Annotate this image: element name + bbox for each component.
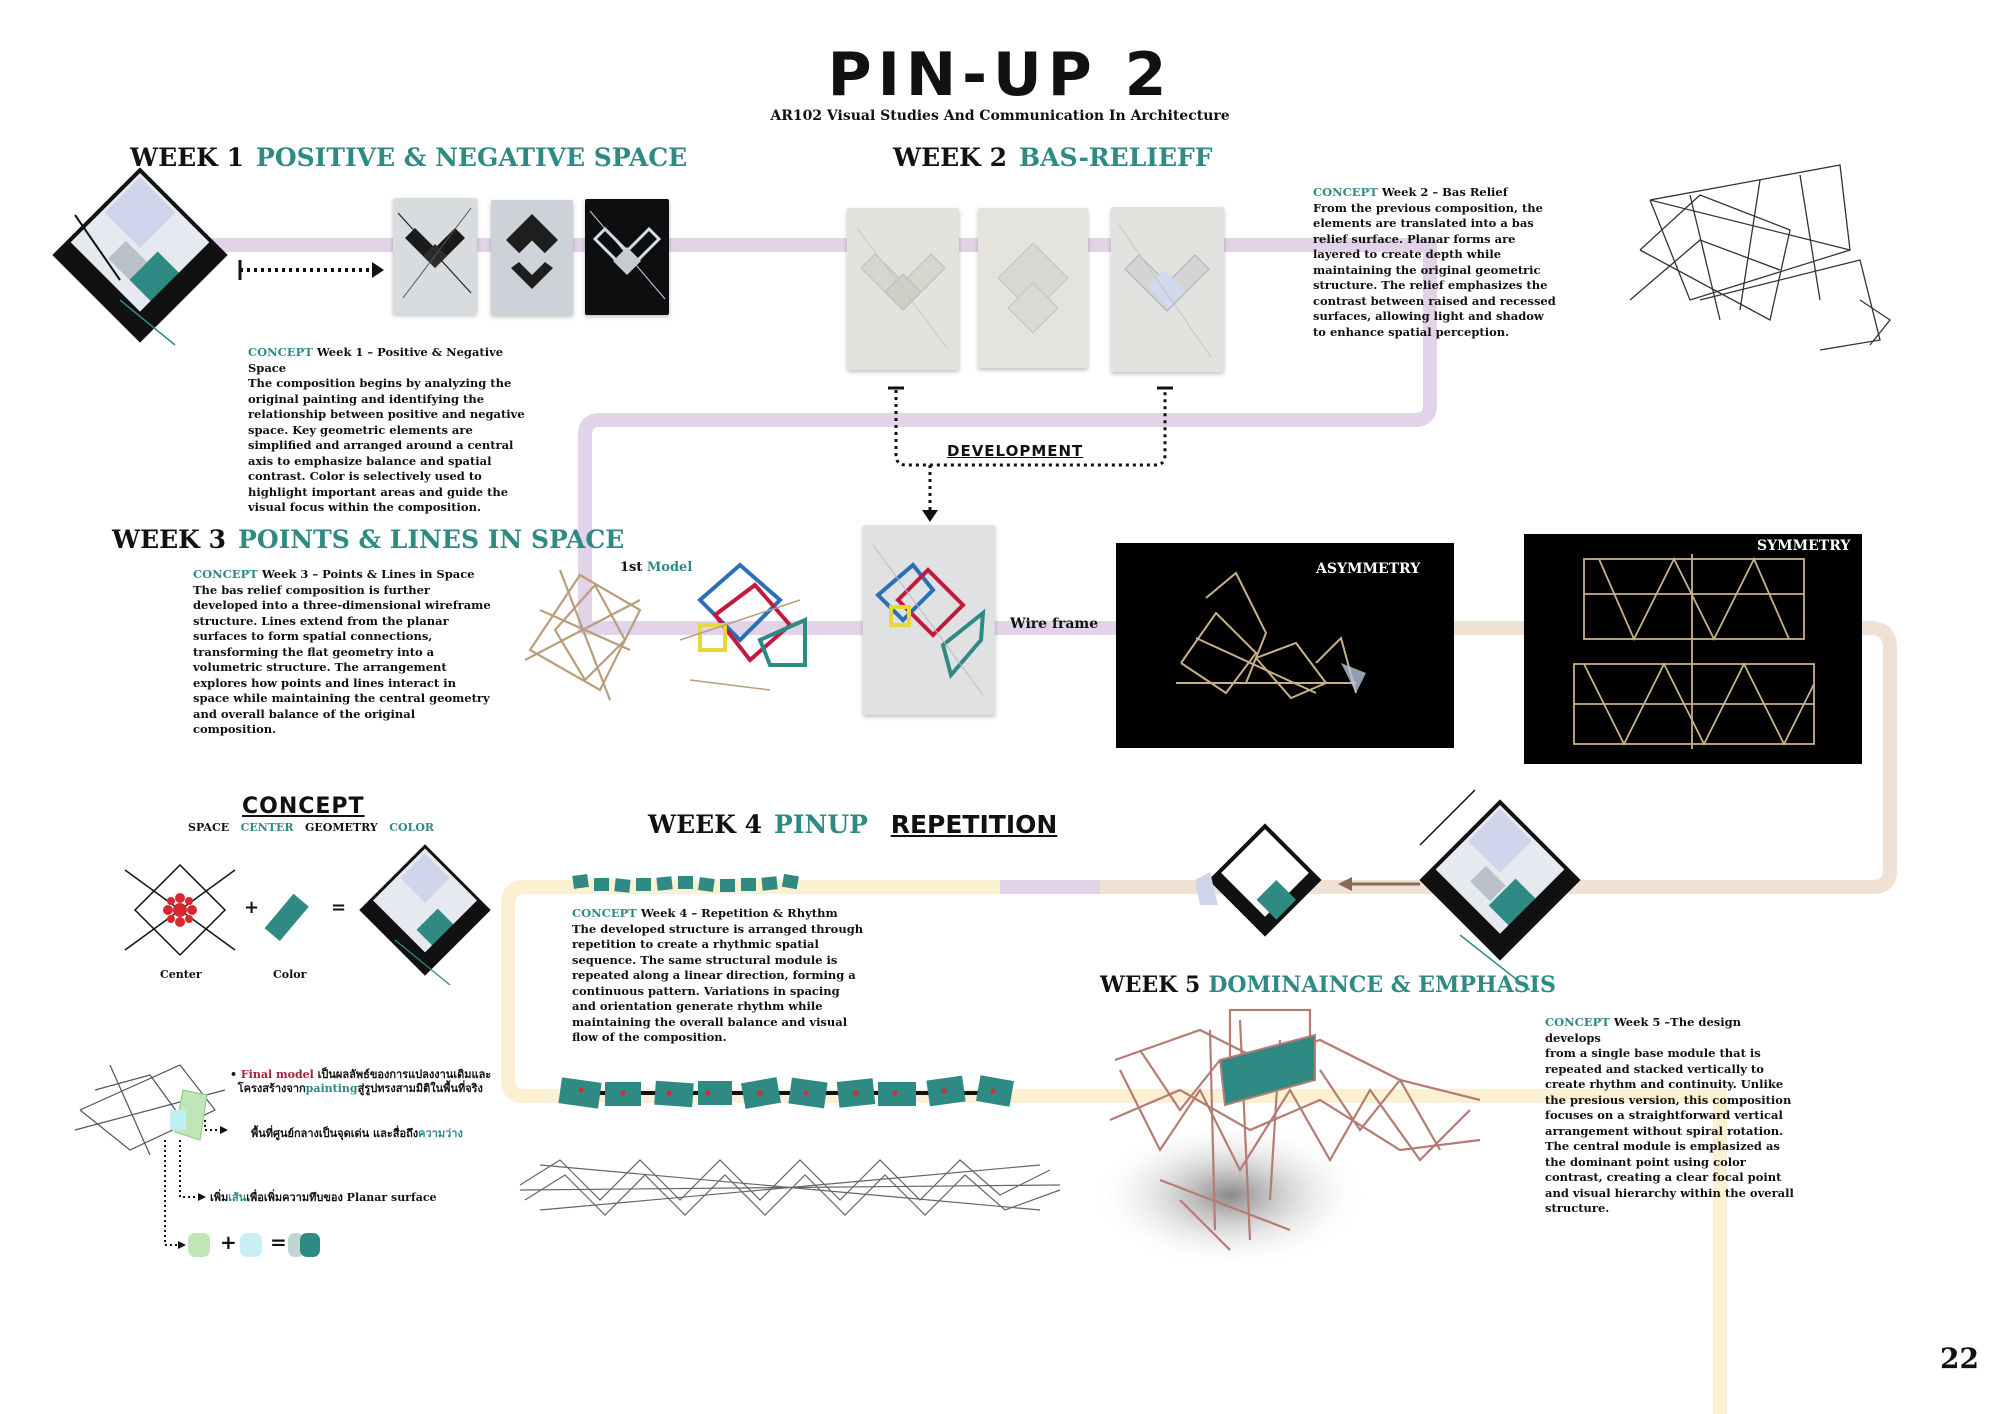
- week5-concept-body: from a single base module that is repeat…: [1545, 1046, 1794, 1215]
- week2-concept-title: Week 2 – Bas Relief: [1381, 185, 1508, 199]
- week4-heading: WEEK 4 PINUP REPETITION: [648, 810, 1057, 839]
- week1-card-negative: [491, 200, 573, 315]
- week4-concept-text: CONCEPT Week 4 – Repetition & Rhythm The…: [572, 906, 867, 1046]
- final-model-label: Final model: [240, 1068, 314, 1081]
- week1-concept-lead: CONCEPT: [248, 345, 313, 359]
- week4-topic1: PINUP: [774, 810, 868, 839]
- week2-label: WEEK 2: [893, 143, 1008, 172]
- week5-concept-text: CONCEPT Week 5 –The design develops from…: [1545, 1015, 1800, 1217]
- final-model-note2-b: เพื่อเพิ่มความทึบของ Planar surface: [246, 1191, 437, 1204]
- asymmetry-label: ASYMMETRY: [1316, 561, 1421, 577]
- week3-concept-lead: CONCEPT: [193, 567, 258, 581]
- final-model-note1-a: พื้นที่ศูนย์กลางเป็นจุดเด่น และสื่อถึง: [251, 1127, 419, 1140]
- week2-relief-card-3: [1111, 207, 1224, 372]
- symmetry-panel: SYMMETRY: [1524, 534, 1862, 764]
- week3-colored-relief-card: [863, 525, 995, 715]
- final-model-note1-teal: ความว่าง: [418, 1127, 463, 1140]
- week1-label: WEEK 1: [130, 143, 245, 172]
- week3-model-prefix: 1st: [620, 560, 643, 575]
- final-model-line2-teal: painting: [305, 1082, 358, 1095]
- week3-topic: POINTS & LINES IN SPACE: [238, 525, 625, 554]
- week4-label: WEEK 4: [648, 810, 763, 839]
- week3-concept-text: CONCEPT Week 3 – Points & Lines in Space…: [193, 567, 495, 738]
- week1-concept-body: The composition begins by analyzing the …: [248, 376, 525, 514]
- page-number: 22: [1940, 1342, 1979, 1375]
- concept-heading: CONCEPT: [242, 794, 365, 819]
- week5-topic: DOMINAINCE & EMPHASIS: [1208, 972, 1556, 998]
- week4-topic2: REPETITION: [890, 810, 1058, 839]
- week4-concept-title: Week 4 – Repetition & Rhythm: [640, 906, 838, 920]
- symmetry-label: SYMMETRY: [1757, 538, 1851, 554]
- concept-keyword-color: COLOR: [389, 821, 435, 834]
- final-model-line1: เป็นผลลัพธ์ของการแปลงงานเดิมและ: [313, 1068, 492, 1081]
- week2-concept-body: From the previous composition, the eleme…: [1313, 200, 1556, 339]
- final-model-plus: +: [220, 1230, 237, 1254]
- final-model-note: • Final model เป็นผลลัพธ์ของการแปลงงานเด…: [230, 1068, 491, 1096]
- final-model-note2-teal: เส้น: [228, 1191, 247, 1204]
- week1-concept-text: CONCEPT Week 1 – Positive & Negative Spa…: [248, 345, 533, 516]
- week1-card-positive: [393, 198, 477, 314]
- week1-heading: WEEK 1 POSITIVE & NEGATIVE SPACE: [130, 143, 687, 172]
- week1-concept-title: Week 1 – Positive & Negative Space: [248, 345, 504, 375]
- concept-plus: +: [244, 897, 260, 918]
- week3-model-word: Model: [646, 560, 693, 575]
- week2-relief-card-2: [978, 208, 1088, 368]
- week3-concept-title: Week 3 – Points & Lines in Space: [261, 567, 475, 581]
- page-subtitle: AR102 Visual Studies And Communication I…: [770, 108, 1230, 124]
- page-title: PIN-UP 2: [827, 40, 1173, 110]
- week3-first-model-label: 1st Model: [620, 560, 692, 575]
- week2-topic: BAS-RELIEFF: [1019, 143, 1213, 172]
- final-model-note1: พื้นที่ศูนย์กลางเป็นจุดเด่น และสื่อถึงคว…: [251, 1124, 463, 1142]
- week2-concept-text: CONCEPT Week 2 – Bas Relief From the pre…: [1313, 185, 1558, 340]
- week3-concept-body: The bas relief composition is further de…: [193, 582, 491, 737]
- development-label: DEVELOPMENT: [947, 442, 1084, 460]
- week1-topic: POSITIVE & NEGATIVE SPACE: [256, 143, 688, 172]
- final-model-line2-b: สู่รูปทรงสามมิติในพื้นที่จริง: [357, 1082, 483, 1095]
- final-model-equals: =: [270, 1230, 287, 1254]
- week5-concept-lead: CONCEPT: [1545, 1015, 1610, 1029]
- week5-label: WEEK 5: [1100, 972, 1201, 998]
- final-model-note2: เพิ่มเส้นเพื่อเพิ่มความทึบของ Planar sur…: [210, 1188, 437, 1206]
- week1-card-inverted: [585, 199, 669, 315]
- wireframe-label: Wire frame: [1010, 616, 1099, 632]
- concept-keyword-center: CENTER: [240, 821, 294, 834]
- concept-keyword-space: SPACE: [188, 821, 230, 834]
- week2-relief-card-1: [847, 208, 959, 370]
- asymmetry-panel: ASYMMETRY: [1116, 543, 1454, 748]
- concept-center-caption: Center: [160, 968, 202, 981]
- concept-equals: =: [331, 897, 347, 918]
- week5-heading: WEEK 5 DOMINAINCE & EMPHASIS: [1100, 972, 1556, 998]
- final-model-bullet: •: [230, 1068, 238, 1081]
- week4-concept-body: The developed structure is arranged thro…: [572, 921, 864, 1045]
- week3-label: WEEK 3: [112, 525, 227, 554]
- week2-heading: WEEK 2 BAS-RELIEFF: [893, 143, 1213, 172]
- final-model-note2-a: เพิ่ม: [210, 1191, 229, 1204]
- week2-concept-lead: CONCEPT: [1313, 185, 1378, 199]
- week3-heading: WEEK 3 POINTS & LINES IN SPACE: [112, 525, 624, 554]
- concept-keywords: SPACE CENTER GEOMETRY COLOR: [188, 821, 434, 834]
- week5-concept-title: Week 5 –The design develops: [1545, 1015, 1742, 1045]
- week4-concept-lead: CONCEPT: [572, 906, 637, 920]
- concept-color-caption: Color: [273, 968, 307, 981]
- concept-keyword-geometry: GEOMETRY: [305, 821, 378, 834]
- final-model-line2-a: โครงสร้างจาก: [237, 1082, 306, 1095]
